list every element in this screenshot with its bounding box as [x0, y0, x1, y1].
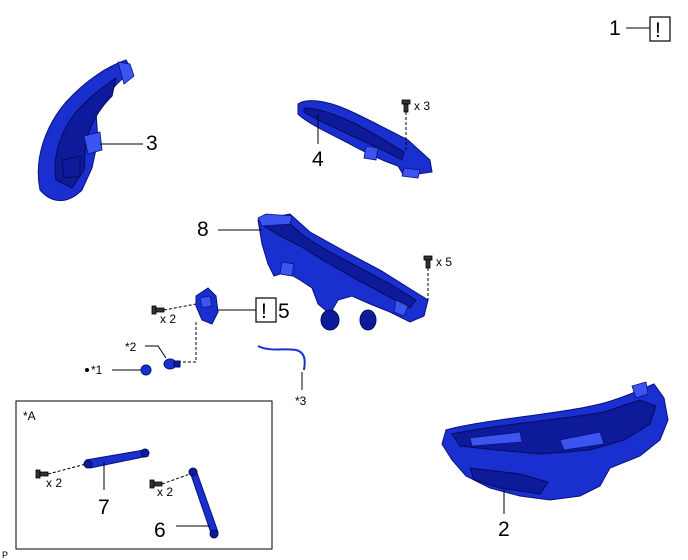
dash-line-inset-right	[161, 473, 191, 485]
qty-x2-bracket: x 2	[160, 312, 176, 326]
qty-x2-inset-right: x 2	[157, 485, 173, 499]
note-3: *3	[295, 394, 307, 408]
bolt-icon-x2-inset-right	[149, 479, 163, 489]
bullet-dot-1	[85, 368, 89, 372]
note-2: *2	[125, 340, 137, 354]
part-6-stay-rod	[188, 467, 219, 539]
dash-line-clip	[178, 322, 197, 363]
inset-label-A: *A	[23, 409, 36, 423]
corner-mark: P	[2, 550, 8, 560]
warning-box-1	[649, 16, 671, 42]
part-grommet-1	[140, 364, 152, 376]
callout-1: 1	[609, 17, 621, 40]
part-7-stay-bar	[83, 448, 150, 469]
part-clip-2	[163, 358, 181, 370]
part-5-bracket	[195, 287, 219, 325]
callout-8: 8	[197, 218, 209, 241]
qty-x3: x 3	[414, 99, 430, 113]
dash-line-bracket	[163, 303, 197, 311]
qty-x5: x 5	[436, 255, 452, 269]
bolt-icon-x5	[423, 255, 433, 269]
warning-box-5	[255, 297, 277, 323]
qty-x2-inset-left: x 2	[46, 476, 62, 490]
part-2-headlight-assembly	[441, 381, 669, 501]
part-8-support-frame	[257, 213, 429, 331]
warning-icon-1: !	[655, 19, 661, 42]
leader-note-2	[145, 345, 167, 359]
part-3-headlight-housing	[37, 59, 135, 201]
warning-icon-5: !	[261, 300, 267, 323]
inset-box-A	[15, 400, 273, 550]
dash-line-inset-left	[47, 463, 87, 475]
part-cable-3	[257, 345, 306, 371]
bolt-icon-x3	[401, 99, 411, 113]
callout-2: 2	[498, 518, 510, 541]
callout-3: 3	[146, 132, 158, 155]
part-4-upper-bracket	[297, 100, 433, 179]
note-1: *1	[91, 363, 103, 377]
callout-5: 5	[278, 300, 290, 323]
callout-7: 7	[98, 496, 110, 519]
callout-6: 6	[154, 519, 166, 542]
callout-4: 4	[312, 148, 324, 171]
